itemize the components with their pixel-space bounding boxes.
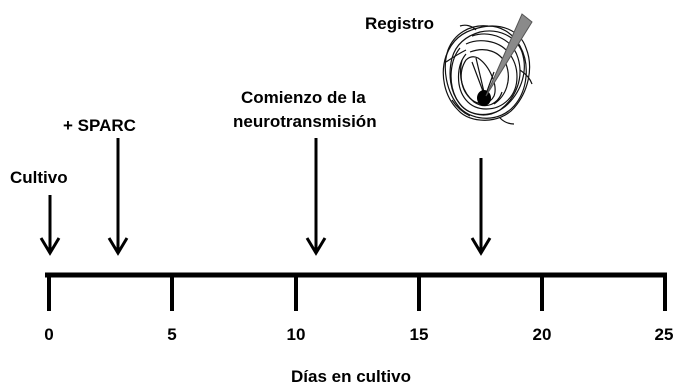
event-label-registro: Registro bbox=[365, 14, 434, 33]
arrow-registro bbox=[470, 158, 492, 256]
tick-label-25: 25 bbox=[655, 325, 674, 344]
arrow-cultivo bbox=[39, 195, 61, 256]
tick-marks bbox=[47, 275, 667, 311]
event-label-neuro-line2: neurotransmisión bbox=[233, 112, 377, 131]
arrow-sparc bbox=[107, 138, 129, 256]
event-arrows bbox=[39, 138, 492, 256]
event-label-cultivo: Cultivo bbox=[10, 168, 68, 187]
tick-label-5: 5 bbox=[167, 325, 176, 344]
tick-label-15: 15 bbox=[410, 325, 429, 344]
tick-label-10: 10 bbox=[287, 325, 306, 344]
arrow-neurotransmision bbox=[305, 138, 327, 256]
tick-label-0: 0 bbox=[44, 325, 53, 344]
event-label-neuro-line1: Comienzo de la bbox=[241, 88, 366, 107]
axis-title: Días en cultivo bbox=[291, 367, 411, 386]
neuron-recording-electrode-icon bbox=[442, 13, 533, 125]
event-label-sparc: + SPARC bbox=[63, 116, 136, 135]
tick-label-20: 20 bbox=[533, 325, 552, 344]
